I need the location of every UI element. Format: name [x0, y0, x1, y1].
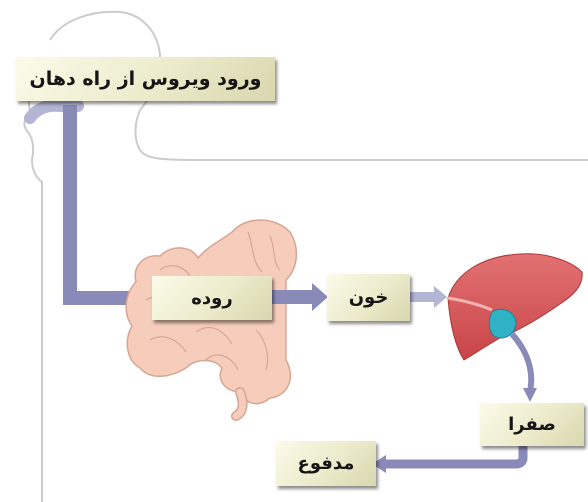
label-blood: خون — [327, 274, 410, 321]
arrow-liver-to-bile — [512, 334, 537, 402]
arrow-blood-to-liver — [409, 286, 447, 308]
label-feces: مدفوع — [276, 441, 376, 486]
arrow-bile-to-feces — [372, 444, 523, 473]
label-virus-entry: ورود ویروس از راه دهان — [16, 57, 275, 101]
liver-illustration — [448, 254, 582, 360]
label-bile: صفرا — [480, 403, 584, 446]
label-intestine: روده — [152, 276, 272, 320]
